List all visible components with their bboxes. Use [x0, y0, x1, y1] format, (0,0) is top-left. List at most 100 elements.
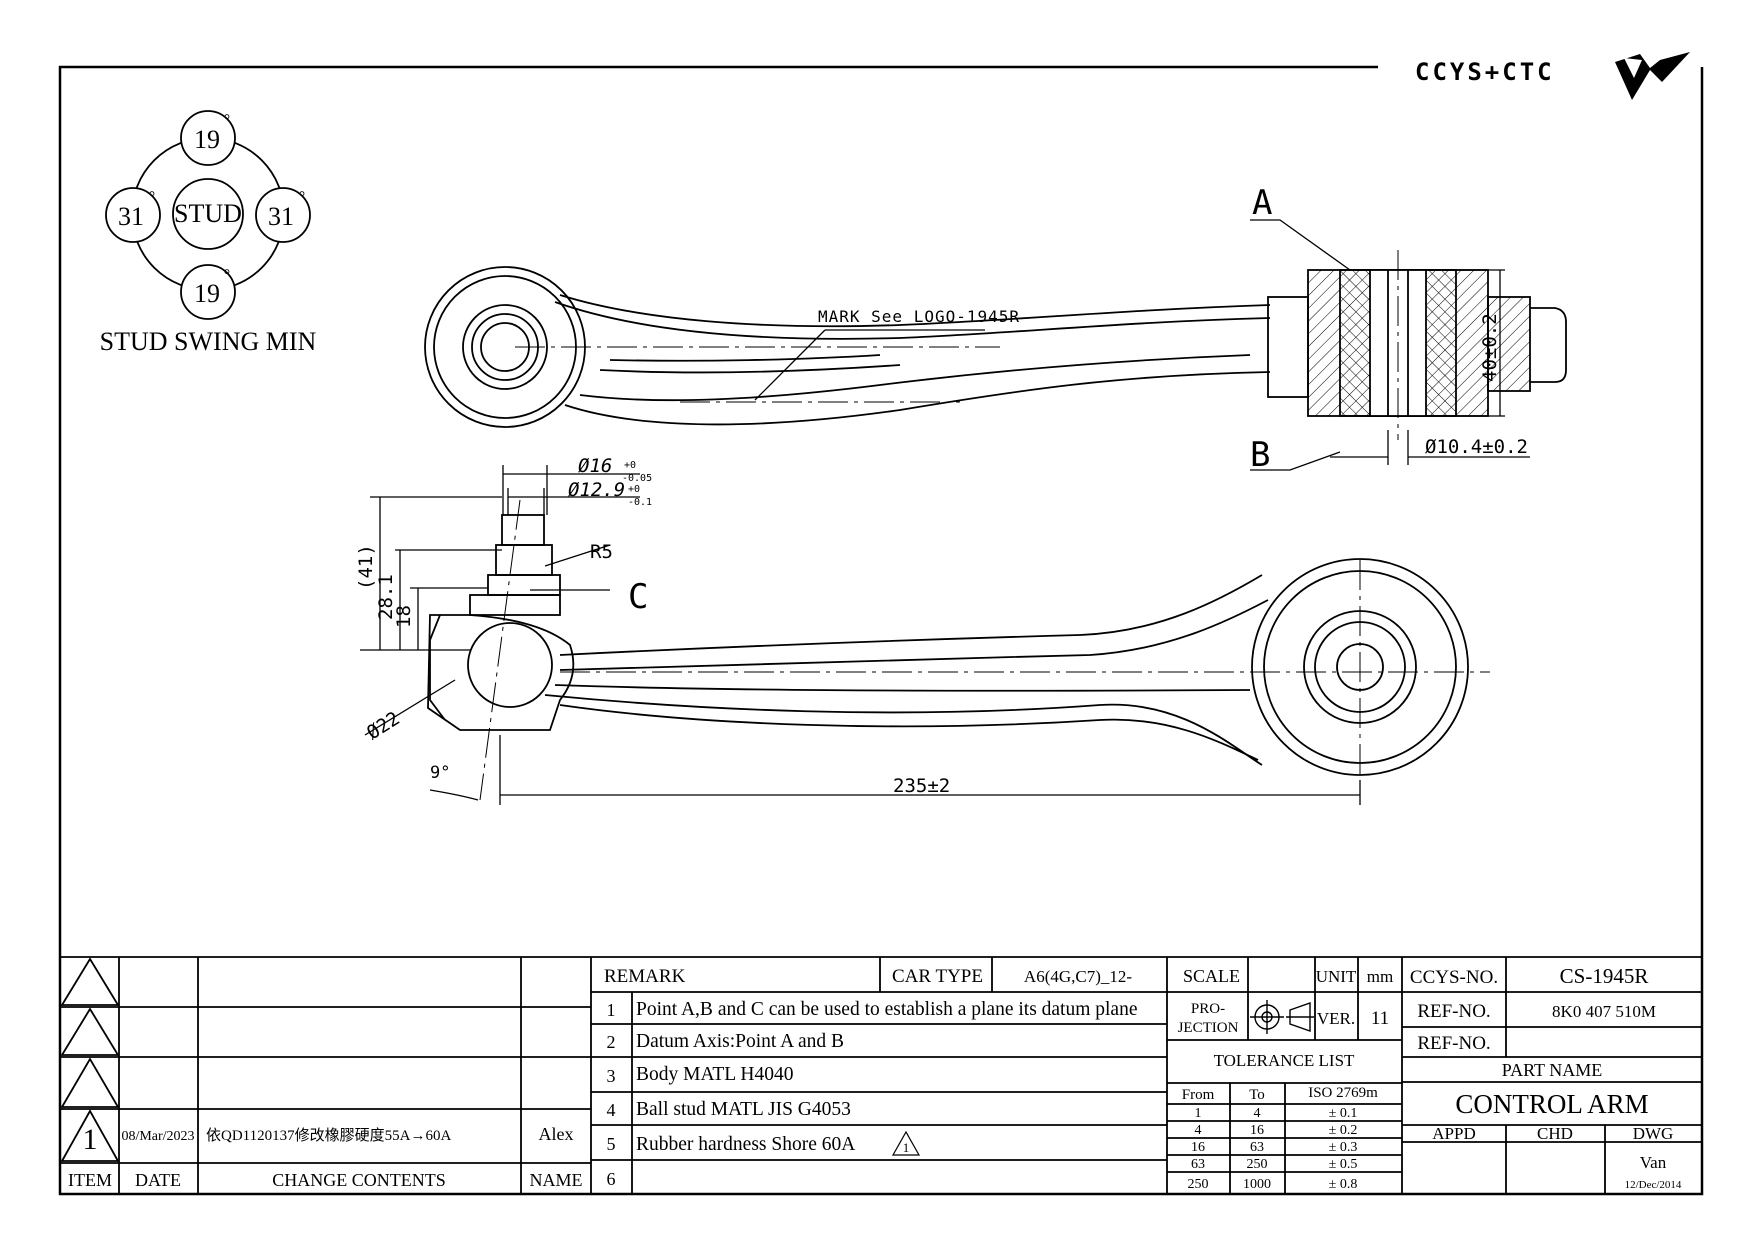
sheet-border: [58, 65, 1704, 1196]
unit-label: UNIT: [1316, 967, 1357, 986]
top-view-drawing: [424, 219, 1567, 471]
car-type-label: CAR TYPE: [892, 966, 983, 987]
revision-date-1: 08/Mar/2023: [121, 1129, 194, 1144]
tol-val-3: ± 0.3: [1329, 1140, 1358, 1155]
dim-length-label: 235±2: [893, 775, 950, 797]
revision-marker-icon: 1: [891, 1130, 921, 1156]
dim-d16-tol-lower: -0.05: [622, 473, 652, 484]
remark-text-4: Ball stud MATL JIS G4053: [636, 1099, 851, 1120]
tol-to-2: 16: [1250, 1123, 1264, 1138]
tol-from-3: 16: [1191, 1140, 1205, 1155]
remark-header: REMARK: [604, 966, 686, 987]
remark-no-6: 6: [607, 1169, 616, 1189]
revision-contents-1: 依QD1120137修改橡膠硬度55A→60A: [206, 1127, 451, 1144]
dim-angle-label: 9°: [430, 763, 450, 783]
degree-mark-left: °: [149, 189, 155, 206]
dim-d129-tol-upper: +0: [628, 484, 640, 495]
stud-swing-left: 31: [118, 202, 144, 231]
ref-no-value: 8K0 407 510M: [1552, 1002, 1656, 1021]
remark-no-5: 5: [607, 1134, 616, 1154]
remark-no-1: 1: [607, 1000, 616, 1020]
label-b: B: [1250, 435, 1270, 475]
scale-label: SCALE: [1183, 966, 1240, 986]
dwg-date: 12/Dec/2014: [1625, 1179, 1682, 1191]
remark-text-1: Point A,B and C can be used to establish…: [636, 999, 1138, 1020]
dim-bore-label: Ø10.4±0.2: [1425, 436, 1528, 458]
revision-header-date: DATE: [135, 1170, 181, 1190]
part-name-value: CONTROL ARM: [1455, 1089, 1648, 1119]
mark-note: MARK See LOGO-1945R: [818, 307, 1020, 326]
tol-to-4: 250: [1247, 1157, 1268, 1172]
side-view-drawing: [360, 465, 1490, 805]
dwg-name: Van: [1640, 1153, 1667, 1172]
dwg-label: DWG: [1633, 1124, 1674, 1143]
ccys-no-label: CCYS-NO.: [1410, 967, 1498, 988]
dim-41-label: (41): [355, 544, 377, 590]
dim-d16-label: Ø16: [578, 455, 612, 477]
remark-text-2: Datum Axis:Point A and B: [636, 1031, 844, 1052]
dim-d16-tol-upper: +0: [624, 460, 636, 471]
car-type-value: A6(4G,C7)_12-: [1024, 967, 1132, 986]
dim-height-label: 40±0.2: [1479, 313, 1501, 382]
tol-to-1: 4: [1254, 1106, 1261, 1121]
tol-to-3: 63: [1250, 1140, 1264, 1155]
degree-mark-bottom: °: [224, 267, 230, 284]
tol-header-iso: ISO 2769m: [1308, 1085, 1378, 1101]
tol-from-2: 4: [1195, 1123, 1202, 1138]
stud-swing-caption: STUD SWING MIN: [100, 327, 317, 356]
stud-swing-diagram: [105, 110, 311, 320]
dim-d129-label: Ø12.9: [568, 479, 625, 501]
remark-no-3: 3: [607, 1066, 616, 1086]
dim-18-label: 18: [393, 605, 415, 628]
revision-header-contents: CHANGE CONTENTS: [272, 1170, 446, 1190]
dim-r5-label: R5: [590, 541, 613, 563]
remark-no-2: 2: [607, 1032, 616, 1052]
stud-swing-right: 31: [268, 202, 294, 231]
revision-header-item: ITEM: [68, 1170, 112, 1190]
logo-text: CCYS+CTC: [1415, 58, 1555, 86]
tol-val-5: ± 0.8: [1329, 1177, 1358, 1192]
tol-from-4: 63: [1191, 1157, 1205, 1172]
degree-mark-top: °: [224, 112, 230, 129]
tol-from-1: 1: [1195, 1106, 1202, 1121]
remark-no-4: 4: [607, 1100, 616, 1120]
appd-label: APPD: [1432, 1124, 1475, 1143]
label-a: A: [1252, 183, 1272, 223]
projection-label-2: JECTION: [1178, 1020, 1239, 1036]
tol-to-5: 1000: [1243, 1177, 1271, 1192]
remark-text-5: Rubber hardness Shore 60A: [636, 1134, 855, 1155]
ref-no-label: REF-NO.: [1417, 1001, 1490, 1022]
title-block-grid: [60, 956, 1702, 1194]
unit-value: mm: [1367, 967, 1393, 986]
revision-header-name: NAME: [530, 1170, 583, 1190]
ccys-no-value: CS-1945R: [1560, 964, 1649, 988]
remark-text-3: Body MATL H4040: [636, 1064, 793, 1085]
stud-swing-center: STUD: [174, 199, 242, 228]
degree-mark-right: °: [299, 189, 305, 206]
projection-symbol-icon: [1250, 1000, 1314, 1034]
stud-swing-bottom: 19: [194, 279, 220, 308]
company-logo: CCYS+CTC: [1415, 52, 1690, 100]
tol-val-4: ± 0.5: [1329, 1157, 1358, 1172]
ref-no-label-2: REF-NO.: [1417, 1033, 1490, 1054]
projection-label-1: PRO-: [1191, 1001, 1225, 1017]
dim-d129-tol-lower: -0.1: [628, 497, 652, 508]
tol-header-from: From: [1182, 1087, 1215, 1103]
revision-item-1: 1: [83, 1123, 98, 1156]
ver-value: 11: [1371, 1008, 1389, 1029]
tolerance-title: TOLERANCE LIST: [1214, 1051, 1355, 1070]
tol-val-1: ± 0.1: [1329, 1106, 1358, 1121]
tol-from-5: 250: [1188, 1177, 1209, 1192]
ver-label: VER.: [1317, 1009, 1355, 1028]
revision-marker-number: 1: [903, 1140, 910, 1155]
part-name-label: PART NAME: [1502, 1060, 1602, 1080]
dim-d22-label: Ø22: [363, 707, 404, 744]
tol-header-to: To: [1249, 1087, 1265, 1103]
logo-mark-icon: [1615, 52, 1690, 100]
stud-swing-top: 19: [194, 125, 220, 154]
revision-name-1: Alex: [539, 1124, 574, 1144]
chd-label: CHD: [1537, 1124, 1573, 1143]
dim-281-label: 28.1: [375, 574, 397, 620]
